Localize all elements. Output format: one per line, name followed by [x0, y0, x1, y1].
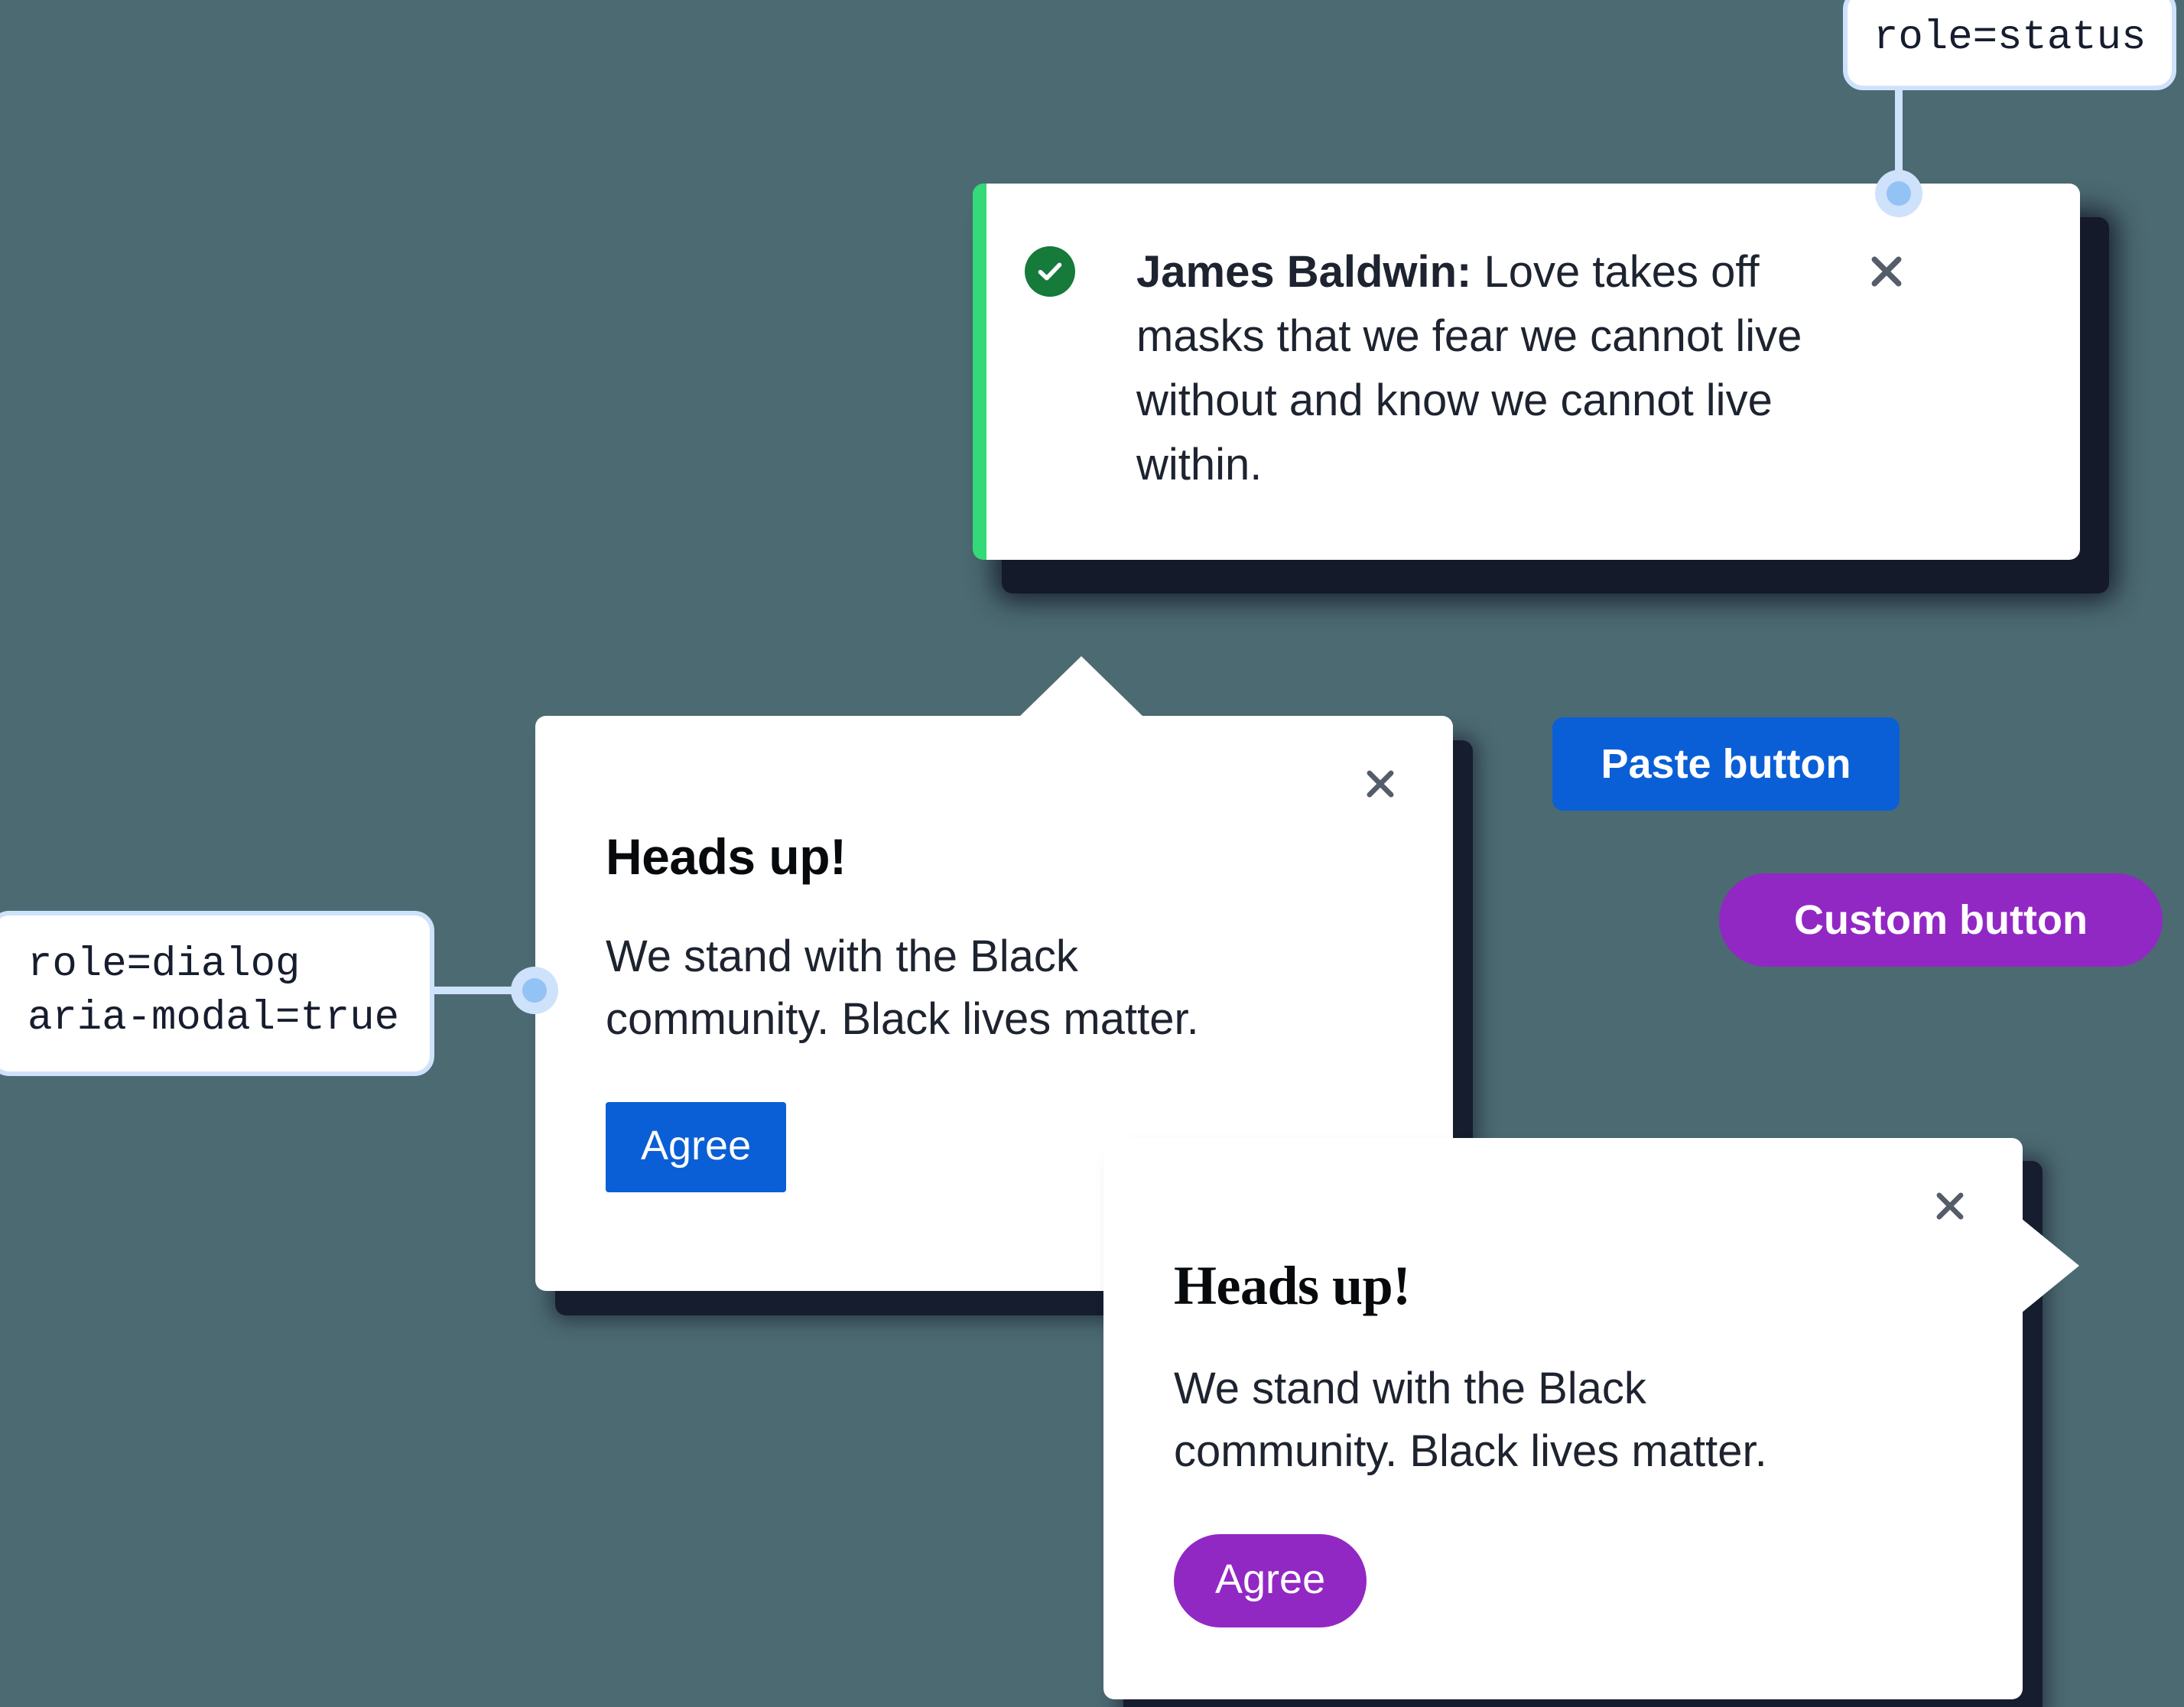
dialog-title: Heads up! [606, 828, 847, 885]
connector-line-status [1895, 46, 1903, 191]
connector-line-dialog [428, 987, 535, 994]
dialog-pointer-up-icon [1019, 656, 1144, 717]
dialog-title: Heads up! [1174, 1255, 1411, 1316]
dialog-content: Heads up! We stand with the Black commun… [535, 716, 1453, 1192]
agree-button[interactable]: Agree [1174, 1533, 1367, 1627]
connector-dot-status [1875, 170, 1922, 217]
annotation-role-status: role=status [1843, 0, 2177, 90]
success-check-icon [1025, 246, 1075, 297]
status-toast: James Baldwin: Love takes off masks that… [973, 184, 2080, 560]
annotation-role-dialog: role=dialog aria-modal=true [0, 911, 435, 1077]
dialog-content: Heads up! We stand with the Black commun… [1103, 1138, 2023, 1627]
toast-author: James Baldwin: [1136, 247, 1472, 297]
toast-message: James Baldwin: Love takes off masks that… [1136, 240, 1855, 497]
close-icon[interactable] [1855, 240, 1918, 303]
dialog-pointer-right-icon [2021, 1218, 2079, 1313]
dialog-body-text: We stand with the Black community. Black… [1174, 1364, 1767, 1477]
dialog-body-text: We stand with the Black community. Black… [606, 932, 1199, 1045]
toast-quote: Love takes off masks that we fear we can… [1136, 247, 1802, 490]
paste-button[interactable]: Paste button [1552, 717, 1900, 811]
connector-dot-dialog [511, 967, 558, 1014]
dialog-custom: Heads up! We stand with the Black commun… [1103, 1138, 2079, 1699]
close-icon[interactable] [1919, 1175, 1981, 1237]
agree-button[interactable]: Agree [606, 1101, 787, 1192]
close-icon[interactable] [1349, 753, 1412, 815]
custom-button[interactable]: Custom button [1719, 873, 2163, 967]
